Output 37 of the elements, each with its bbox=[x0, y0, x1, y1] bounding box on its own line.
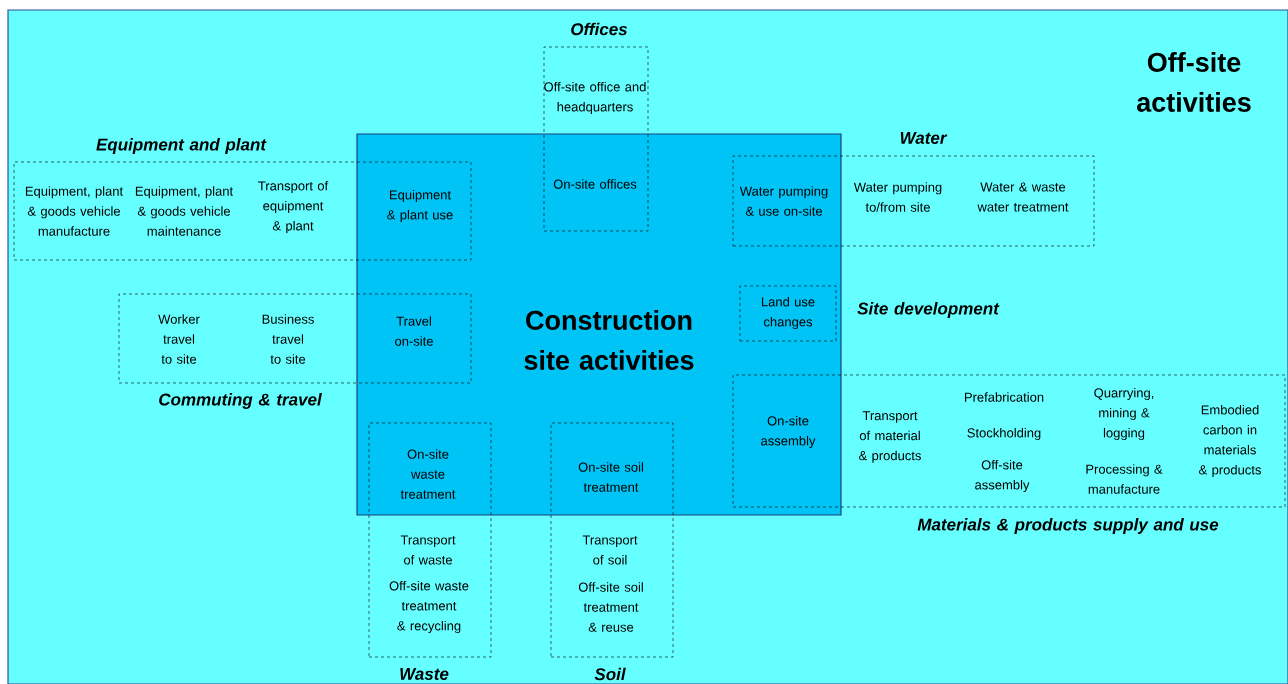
activity-label: Water & waste water treatment bbox=[977, 182, 1069, 212]
activity-label: Transport of waste bbox=[400, 535, 456, 565]
group-heading: Water bbox=[900, 132, 948, 144]
activity-label: Processing & manufacture bbox=[1086, 464, 1163, 494]
group-heading: Soil bbox=[594, 667, 626, 681]
activity-label: Off-site office and headquarters bbox=[544, 81, 646, 115]
activity-label: On-site offices bbox=[553, 179, 637, 189]
activity-label: Transport of material & products bbox=[859, 411, 921, 463]
group-heading: Commuting & travel bbox=[159, 393, 322, 409]
activity-label: Embodied carbon in materials & products bbox=[1199, 404, 1261, 478]
activity-label: Transport of soil bbox=[582, 535, 638, 565]
activity-label: On-site assembly bbox=[761, 415, 816, 449]
group-heading: Waste bbox=[400, 668, 449, 680]
activity-label: Quarrying, mining & logging bbox=[1094, 387, 1154, 441]
activity-label: Off-site soil treatment & reuse bbox=[578, 582, 643, 632]
activity-label: On-site waste treatment bbox=[400, 449, 456, 499]
activity-label: Prefabrication bbox=[964, 392, 1044, 402]
activity-label: On-site soil treatment bbox=[578, 462, 643, 492]
activity-label: Stockholding bbox=[967, 427, 1041, 441]
activity-label: Worker travel to site bbox=[158, 314, 200, 364]
activity-label: Travel on-site bbox=[395, 316, 433, 346]
area-title: Off-site activities bbox=[1137, 52, 1251, 112]
group-heading: Materials & products supply and use bbox=[917, 518, 1219, 534]
group-heading: Site development bbox=[857, 302, 1000, 318]
activity-label: Water pumping to/from site bbox=[853, 182, 942, 212]
activity-label: Water pumping & use on-site bbox=[739, 186, 828, 216]
activity-label: Transport of equipment & plant bbox=[258, 180, 329, 234]
area-title: Construction site activities bbox=[524, 310, 694, 370]
activity-label: Land use changes bbox=[761, 296, 815, 330]
activity-label: Equipment, plant & goods vehicle maintenance bbox=[135, 186, 234, 236]
activity-label: Equipment & plant use bbox=[387, 189, 453, 223]
activity-label: Business travel to site bbox=[262, 314, 314, 364]
activity-label: Off-site assembly bbox=[975, 459, 1030, 493]
activity-label: Equipment, plant & goods vehicle manufacture bbox=[25, 186, 124, 236]
activity-label: Off-site waste treatment & recycling bbox=[389, 580, 469, 634]
group-heading: Equipment and plant bbox=[96, 138, 267, 154]
group-heading: Offices bbox=[571, 22, 628, 36]
